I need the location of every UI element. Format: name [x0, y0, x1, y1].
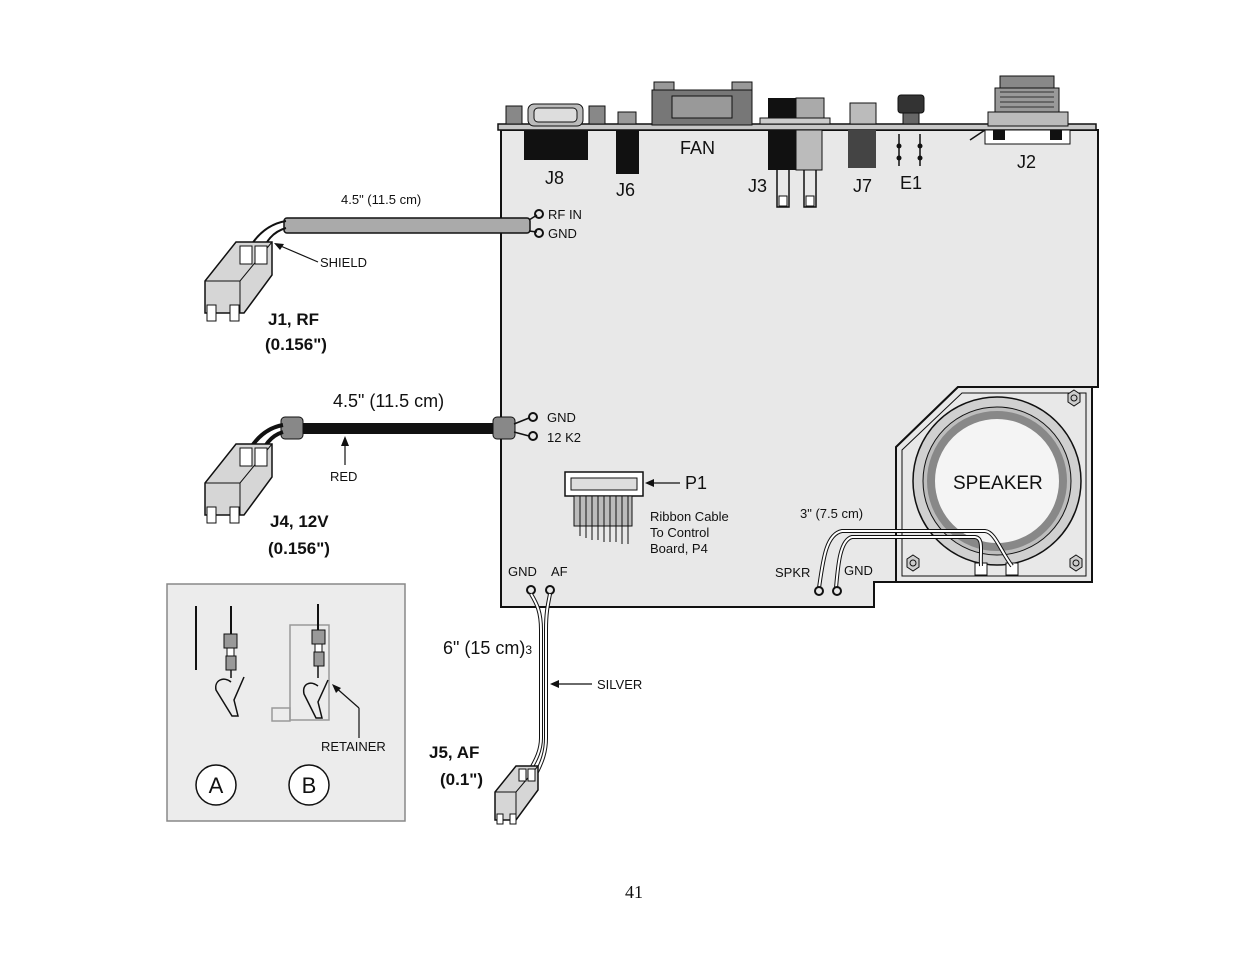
- spkr-gnd-label: GND: [844, 563, 873, 578]
- speaker-cable-length: 3" (7.5 cm): [800, 506, 863, 521]
- j4-cable-length: 4.5" (11.5 cm): [333, 391, 444, 411]
- red-label: RED: [330, 469, 357, 484]
- ribbon-line-2: To Control: [650, 525, 709, 540]
- j5-name: J5, AF: [429, 743, 479, 762]
- j4-12k2-label: 12 K2: [547, 430, 581, 445]
- speaker-wire: [817, 529, 1014, 589]
- speaker-cone: [927, 411, 1067, 551]
- shield-callout-line: [275, 243, 319, 263]
- j4-size: (0.156"): [268, 539, 330, 558]
- label-b: B: [302, 773, 317, 798]
- j5-length-suffix: 3: [525, 643, 532, 657]
- speaker-screw: [1069, 554, 1083, 572]
- j3-label: J3: [748, 176, 767, 196]
- speaker-label: SPEAKER: [953, 473, 1043, 494]
- j1-name: J1, RF: [268, 310, 319, 329]
- j5-cable-length: 6" (15 cm)3: [443, 638, 532, 658]
- e1-terminal: [896, 94, 925, 166]
- j2-label: J2: [1017, 152, 1036, 172]
- rf-in-label: RF IN: [548, 207, 582, 222]
- spkr-label: SPKR: [775, 565, 810, 580]
- j7-connector: [848, 102, 877, 168]
- j5-cable: [528, 592, 552, 773]
- j5-housing: [494, 765, 539, 825]
- j1-size: (0.156"): [265, 335, 327, 354]
- af-gnd-label: GND: [508, 564, 537, 579]
- page-number: 41: [625, 882, 643, 902]
- j8-label: J8: [545, 168, 564, 188]
- j1-cable-length: 4.5" (11.5 cm): [341, 192, 421, 207]
- j5-length-text: 6" (15 cm): [443, 638, 525, 658]
- p1-arrowhead: [645, 479, 654, 487]
- j8-connector: [505, 103, 606, 160]
- j3-connector: [759, 97, 831, 208]
- af-label: AF: [551, 564, 568, 579]
- j4-gnd-label: GND: [547, 410, 576, 425]
- j2-connector: [969, 75, 1071, 145]
- j4-housing: [204, 443, 273, 524]
- shield-label: SHIELD: [320, 255, 367, 270]
- j5-size: (0.1"): [440, 770, 483, 789]
- rf-gnd-label: GND: [548, 226, 577, 241]
- j1-cable: [247, 209, 544, 253]
- p1-label: P1: [685, 473, 707, 493]
- fan-label: FAN: [680, 138, 715, 158]
- retainer-arrowhead: [332, 684, 341, 693]
- silver-arrowhead: [550, 680, 559, 688]
- red-arrowhead: [341, 436, 349, 446]
- p1-connector: [564, 471, 644, 544]
- label-b-circle: [288, 764, 330, 806]
- j6-connector: [616, 111, 639, 174]
- speaker-assembly: [895, 386, 1093, 583]
- speaker-screw: [906, 554, 920, 572]
- j7-label: J7: [853, 176, 872, 196]
- retainer-label: RETAINER: [321, 739, 386, 754]
- j6-label: J6: [616, 180, 635, 200]
- spkr-gnd-terminal: [832, 586, 842, 596]
- pin-detail-inset: [166, 583, 406, 822]
- silver-label: SILVER: [597, 677, 642, 692]
- spkr-terminal: [814, 586, 824, 596]
- j4-name: J4, 12V: [270, 512, 329, 531]
- label-a-circle: [195, 764, 237, 806]
- shield-arrowhead: [274, 243, 284, 250]
- e1-label: E1: [900, 173, 922, 193]
- ribbon-line-3: Board, P4: [650, 541, 708, 556]
- ribbon-line-1: Ribbon Cable: [650, 509, 729, 524]
- fan-connector: [651, 81, 753, 126]
- ribbon-cable: [573, 495, 633, 544]
- j4-cable: [244, 412, 538, 459]
- speaker-screw: [1067, 389, 1081, 407]
- label-a: A: [209, 773, 224, 798]
- pin-detail-a: [195, 606, 245, 717]
- j1-housing: [204, 241, 273, 322]
- pin-detail-b: [271, 604, 330, 722]
